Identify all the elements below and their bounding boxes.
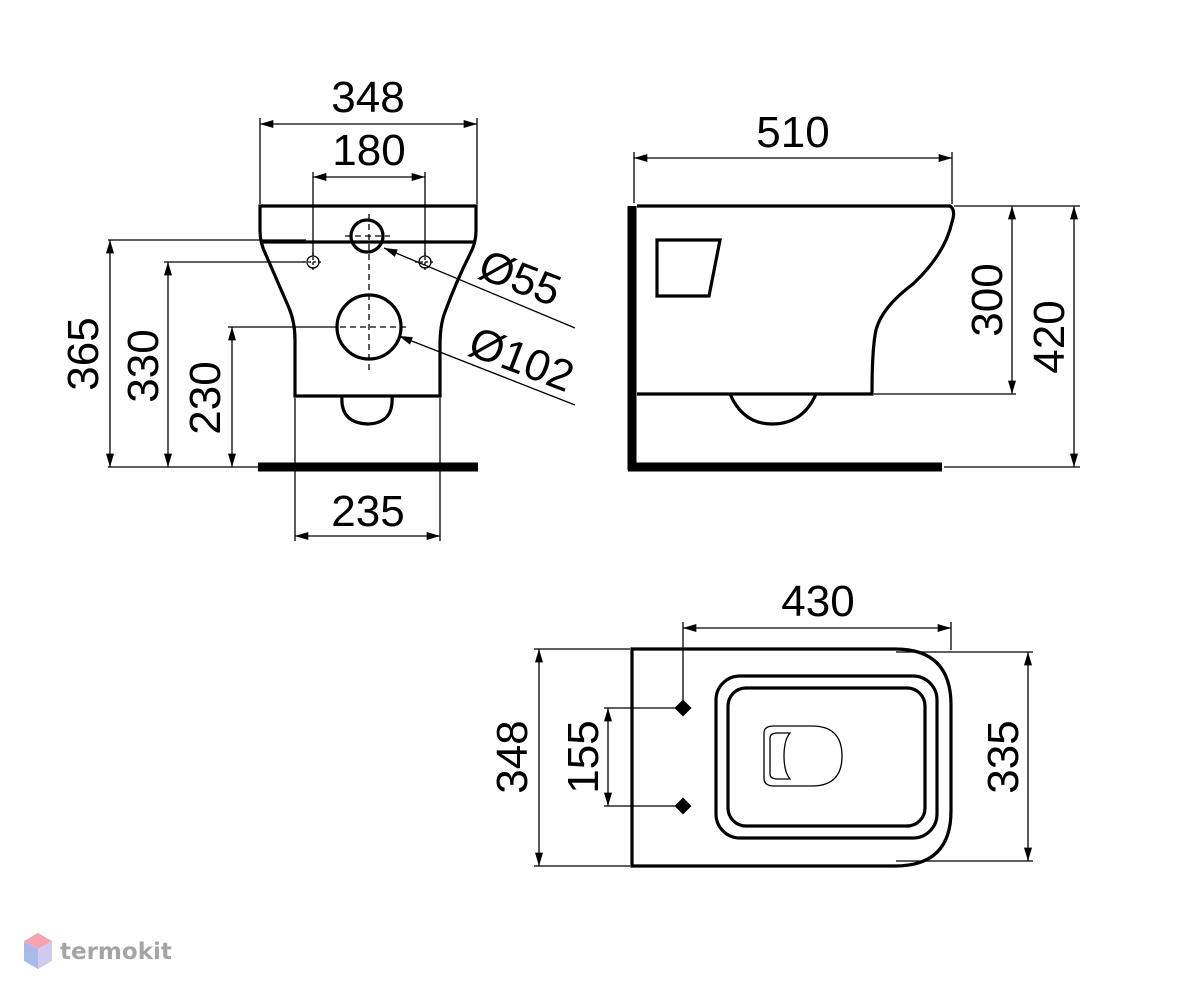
dim-top-length-to-bolts: 430 <box>781 577 854 626</box>
dim-top-width-right: 335 <box>979 720 1028 793</box>
dim-side-height-total: 420 <box>1025 300 1074 373</box>
dim-front-height-bolts: 330 <box>119 329 168 402</box>
dim-front-height-outlet: 230 <box>181 361 230 434</box>
front-view: 348 180 Ø55 Ø102 365 330 230 235 <box>59 73 580 541</box>
dim-top-bolt-spacing: 155 <box>559 720 608 793</box>
top-bolt-lower <box>674 797 692 815</box>
watermark-brand: termokit <box>60 939 172 965</box>
side-bowl-outline <box>637 204 956 396</box>
dim-front-bolt-spacing: 180 <box>332 126 405 175</box>
dim-front-width-top: 348 <box>331 73 404 122</box>
termokit-logo-icon <box>24 933 52 969</box>
dim-side-height-body: 300 <box>963 263 1012 336</box>
front-bowl-outline <box>258 204 478 398</box>
top-bowl-outer <box>714 674 939 840</box>
top-bowl-inner <box>726 686 927 828</box>
side-bottom-lip <box>728 393 818 426</box>
top-view: 430 348 155 335 <box>488 577 1033 868</box>
top-bolt-upper <box>674 699 692 717</box>
dim-side-length: 510 <box>756 108 829 157</box>
dim-front-height-total: 365 <box>59 317 108 390</box>
front-bottom-lip <box>340 395 394 426</box>
watermark: termokit <box>24 933 172 969</box>
dim-outlet-diameter: Ø102 <box>462 318 580 402</box>
top-drain <box>763 725 843 787</box>
side-view: 510 300 420 <box>627 108 1080 472</box>
dim-front-width-bottom: 235 <box>331 487 404 536</box>
dim-top-width: 348 <box>488 720 537 793</box>
side-tank-window <box>655 238 722 298</box>
top-outline <box>630 647 953 868</box>
